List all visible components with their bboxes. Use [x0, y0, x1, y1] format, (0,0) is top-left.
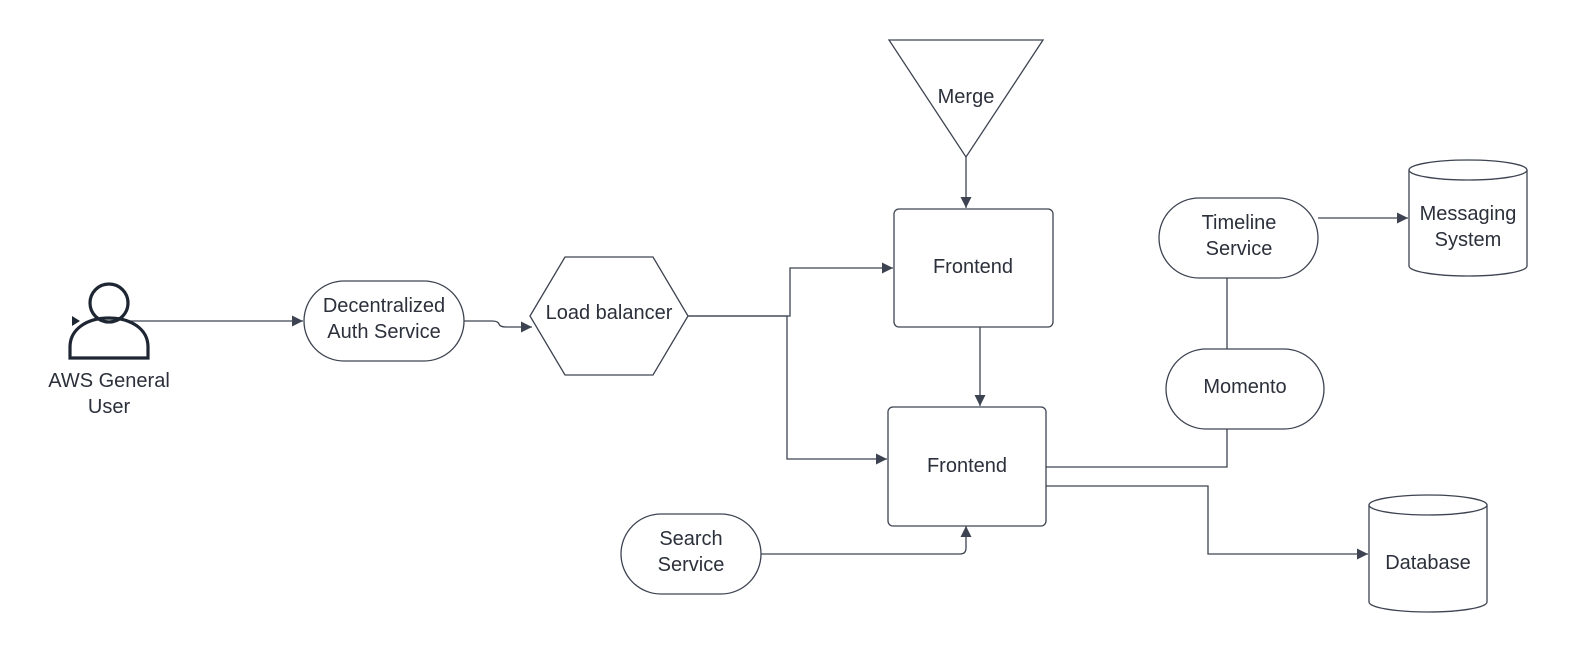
- node-frontend-bottom[interactable]: Frontend: [887, 406, 1047, 527]
- edge-frontend-bottom-to-momento[interactable]: [1046, 429, 1228, 468]
- user-label-line1: AWS General: [48, 370, 170, 392]
- user-label-line2: User: [88, 396, 131, 418]
- database-cylinder-top: [1368, 494, 1488, 516]
- merge-triangle: [887, 39, 1045, 159]
- edge-load-balancer-to-frontend-top[interactable]: [688, 262, 893, 317]
- node-merge[interactable]: Merge: [887, 39, 1045, 159]
- edge-search-to-frontend-bottom[interactable]: [760, 526, 972, 555]
- messaging-cylinder-body: [1408, 170, 1528, 277]
- node-timeline-service[interactable]: Timeline Service: [1158, 197, 1319, 279]
- messaging-label-line1: Messaging: [1420, 203, 1517, 225]
- momento-shape: [1165, 348, 1325, 430]
- search-label-line1: Search: [659, 528, 722, 550]
- node-messaging-system[interactable]: Messaging System: [1408, 159, 1528, 277]
- database-cylinder-body: [1368, 505, 1488, 613]
- auth-label-line1: Decentralized: [323, 295, 445, 317]
- node-frontend-top[interactable]: Frontend: [893, 208, 1054, 328]
- frontend-bottom-label: Frontend: [927, 455, 1007, 477]
- node-decentralized-auth-service[interactable]: Decentralized Auth Service: [303, 280, 465, 362]
- search-service-shape: [620, 513, 762, 595]
- edge-auth-to-load-balancer[interactable]: [463, 320, 532, 333]
- edge-load-balancer-to-frontend-bottom[interactable]: [688, 315, 887, 465]
- node-momento[interactable]: Momento: [1165, 348, 1325, 430]
- node-aws-general-user[interactable]: AWS General User: [48, 282, 170, 418]
- load-balancer-hexagon: [529, 256, 689, 376]
- user-icon: [68, 282, 150, 360]
- node-load-balancer[interactable]: Load balancer: [529, 256, 689, 376]
- auth-label-line2: Auth Service: [327, 321, 440, 343]
- timeline-service-shape: [1158, 197, 1319, 279]
- search-label-line2: Service: [658, 554, 725, 576]
- messaging-label-line2: System: [1435, 229, 1502, 251]
- timeline-label-line1: Timeline: [1202, 212, 1277, 234]
- edge-frontend-bottom-to-database[interactable]: [1046, 485, 1368, 560]
- database-label: Database: [1385, 552, 1471, 574]
- frontend-top-label: Frontend: [933, 256, 1013, 278]
- messaging-cylinder-top: [1408, 159, 1528, 181]
- merge-label: Merge: [938, 86, 995, 108]
- node-database[interactable]: Database: [1368, 494, 1488, 613]
- load-balancer-label: Load balancer: [546, 302, 673, 324]
- auth-service-shape: [303, 280, 465, 362]
- node-search-service[interactable]: Search Service: [620, 513, 762, 595]
- timeline-label-line2: Service: [1206, 238, 1273, 260]
- frontend-bottom-box: [887, 406, 1047, 527]
- momento-label: Momento: [1203, 376, 1286, 398]
- edges: [128, 157, 1408, 560]
- frontend-top-box: [893, 208, 1054, 328]
